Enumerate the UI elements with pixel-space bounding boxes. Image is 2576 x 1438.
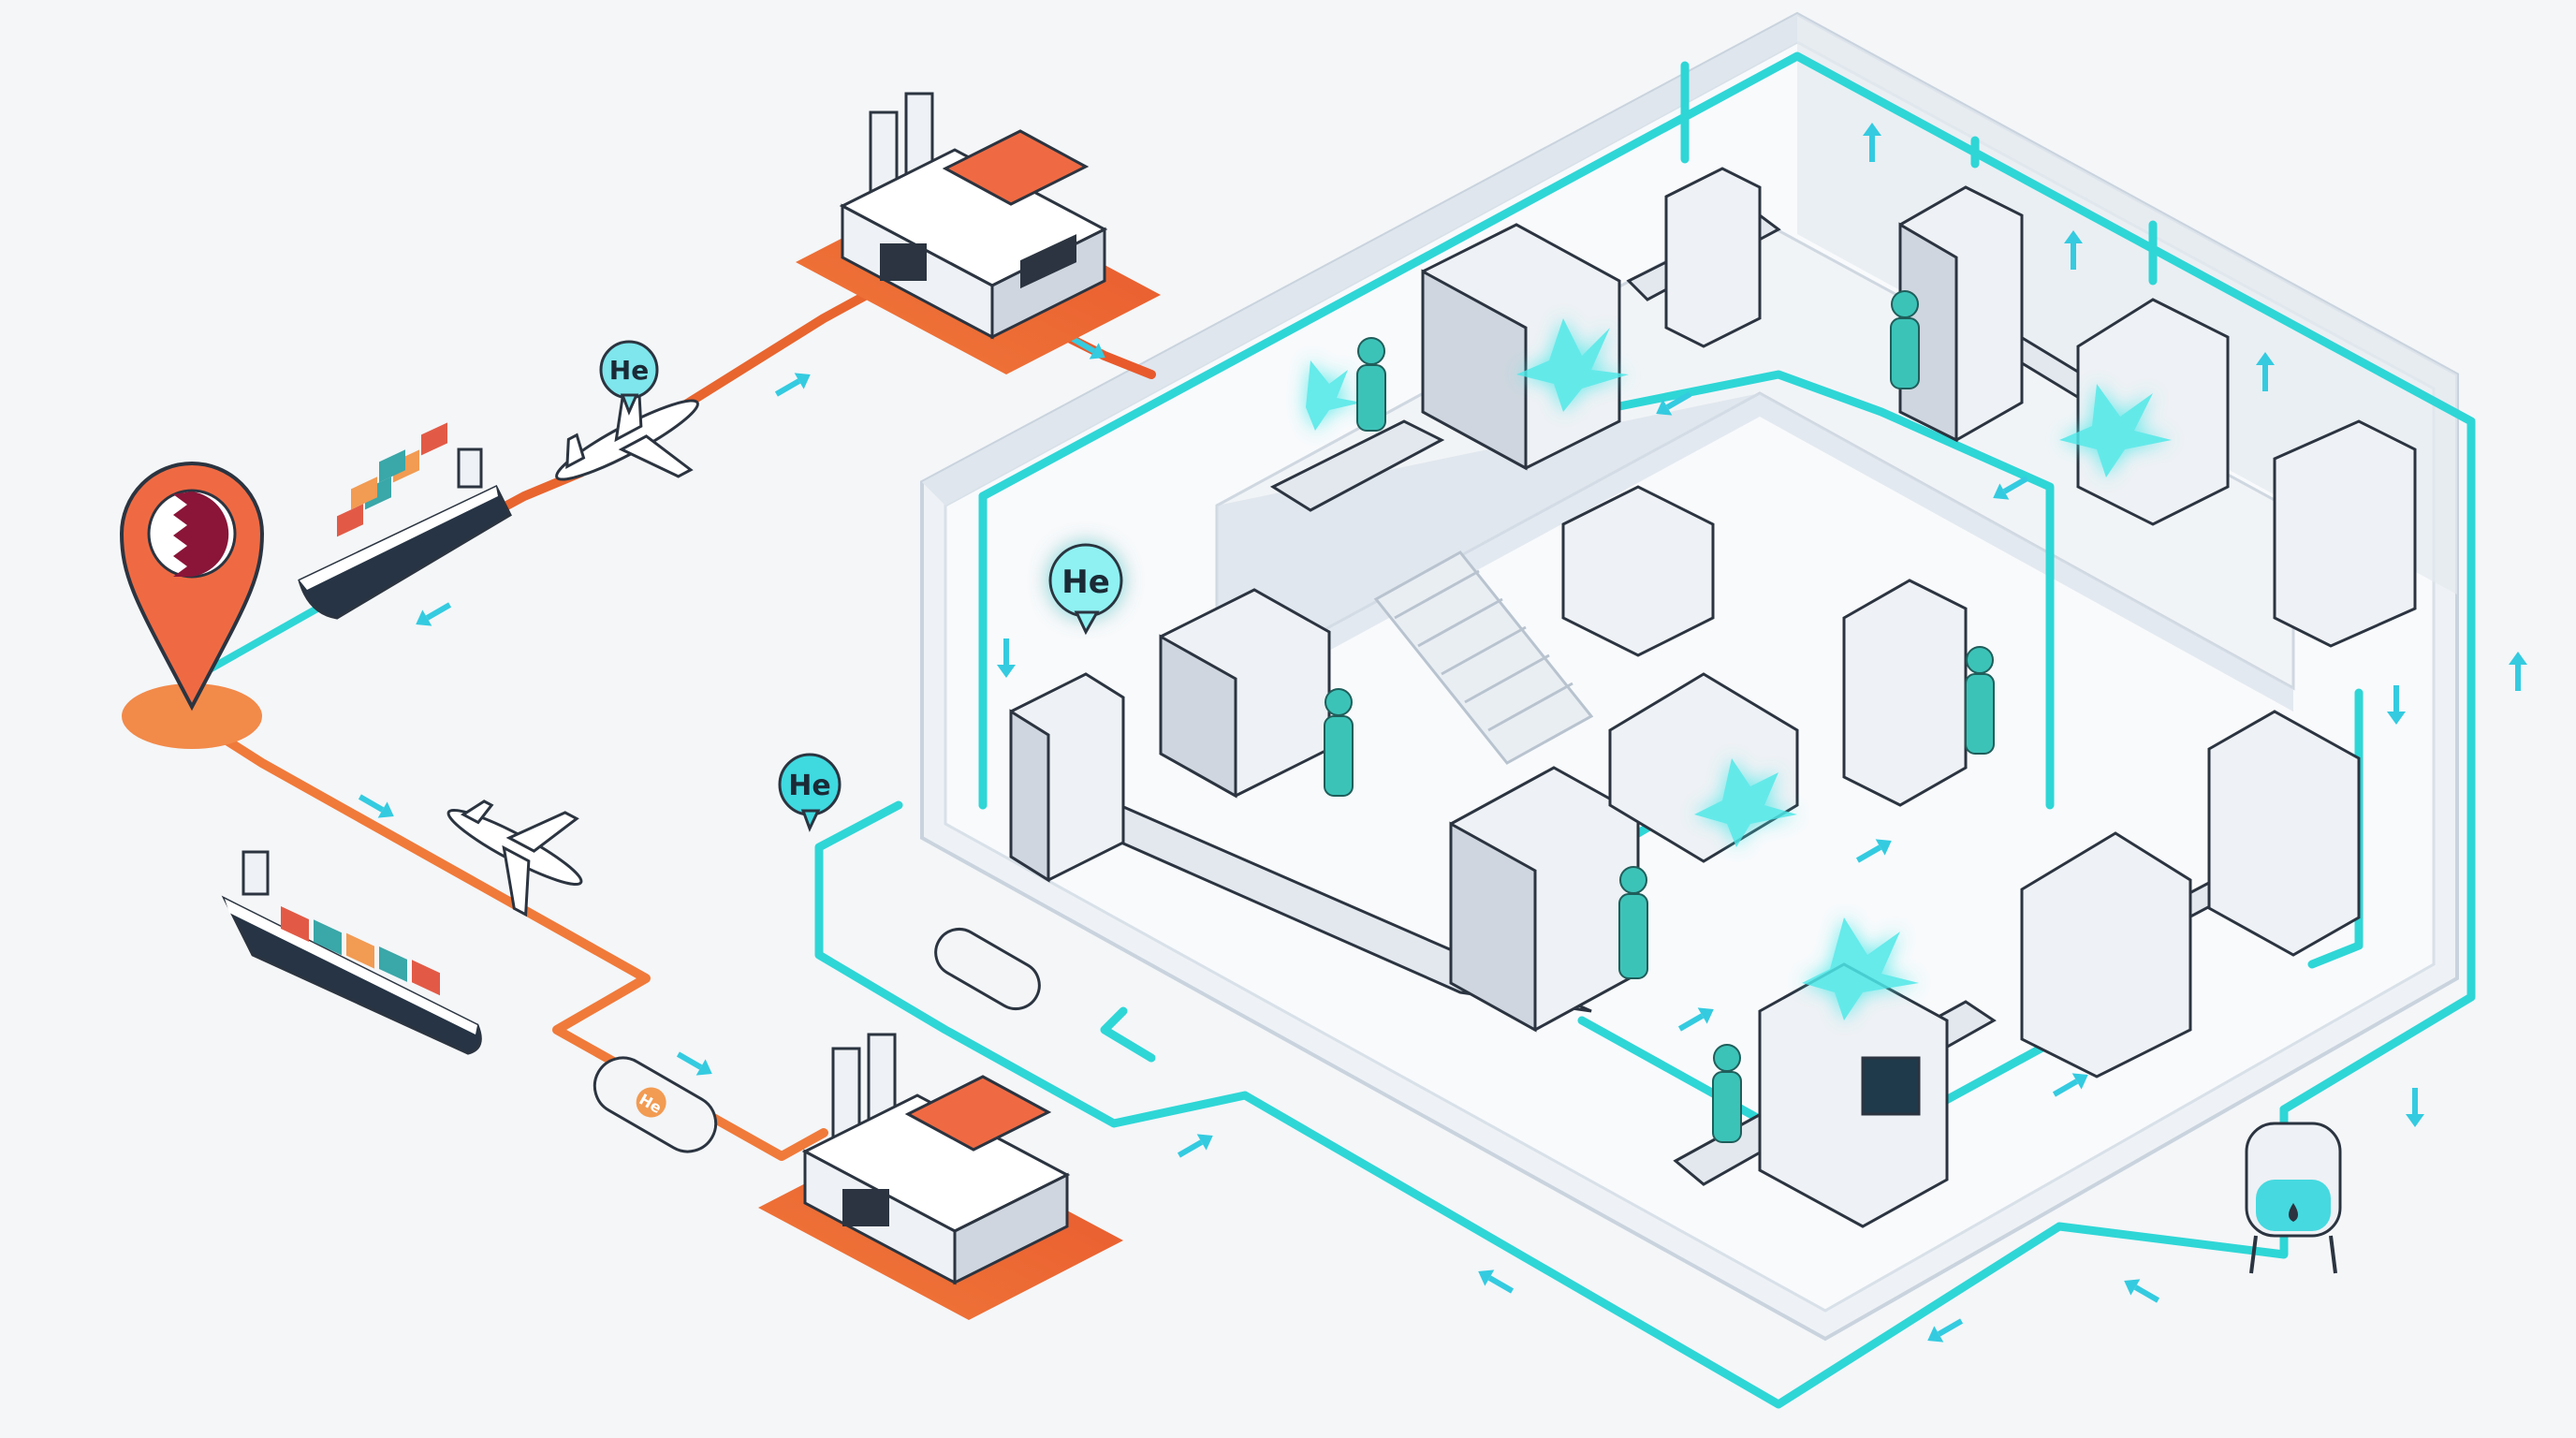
flow-arrow-icon (1478, 1269, 1515, 1294)
worker-icon (1712, 1044, 1742, 1143)
flow-arrows (358, 123, 2527, 1343)
qatar-flag-icon (173, 492, 229, 577)
helium-bubble-icon: He (778, 753, 842, 832)
workers (1324, 290, 1995, 1143)
worker-icon (1965, 646, 1995, 755)
flow-arrow-icon (1069, 335, 1105, 360)
worker-icon (1356, 337, 1386, 432)
drop-icon (2289, 1203, 2298, 1222)
helium-bubble-icon: He (599, 340, 659, 416)
machine (1159, 588, 1331, 799)
flow-arrow-icon (1177, 1134, 1213, 1158)
flow-arrow-icon (2509, 652, 2527, 691)
flow-arrow-icon (2124, 1279, 2160, 1303)
location-pin-icon (119, 462, 265, 749)
machine (2076, 298, 2230, 526)
machine (2273, 419, 2417, 648)
flow-arrow-icon (416, 602, 452, 626)
worker-icon (1324, 688, 1354, 797)
cargo-ship-icon (221, 850, 482, 1055)
flow-arrow-icon (1855, 839, 1892, 863)
factory-icon (796, 92, 1161, 374)
helium-tank-icon: He (593, 1056, 718, 1153)
flow-arrow-icon (2387, 685, 2406, 725)
svg-text:He: He (1061, 564, 1110, 601)
flow-arrow-icon (1863, 123, 1881, 162)
helium-bubble-icon: He (1048, 543, 1123, 636)
airplane-icon (446, 800, 583, 917)
flow-arrow-icon (2406, 1088, 2424, 1127)
flow-arrow-icon (1993, 476, 2029, 500)
helium-tank-icon (934, 928, 1041, 1010)
flow-arrow-icon (1677, 1007, 1714, 1032)
flow-arrow-icon (2256, 352, 2275, 391)
flow-arrow-icon (676, 1051, 712, 1076)
machine (2207, 710, 2361, 957)
machine (1898, 185, 2024, 443)
storage-tank-icon (2245, 1122, 2342, 1274)
machine (1009, 672, 1125, 883)
machine (1842, 579, 1968, 807)
machine (1664, 167, 1762, 348)
flow-arrow-icon (358, 794, 394, 818)
svg-text:He: He (788, 770, 830, 802)
flow-arrow-icon (997, 638, 1016, 678)
flow-arrow-icon (2064, 230, 2083, 270)
flow-arrow-icon (774, 373, 811, 397)
machine (2020, 831, 2192, 1078)
flow-arrow-icon (1927, 1318, 1964, 1343)
svg-text:He: He (609, 355, 649, 386)
machine (1449, 766, 1640, 1033)
machine (1421, 223, 1621, 471)
worker-icon (1618, 866, 1648, 979)
helium-glow-bursts (1306, 318, 2172, 1020)
worker-icon (1890, 290, 1920, 389)
machine (1561, 485, 1715, 657)
factory-icon (758, 1033, 1123, 1320)
cargo-ship-icon (298, 422, 512, 620)
flow-arrow-icon (2052, 1073, 2088, 1097)
staircase (1373, 550, 1594, 765)
flow-arrow-icon (1656, 391, 1692, 416)
